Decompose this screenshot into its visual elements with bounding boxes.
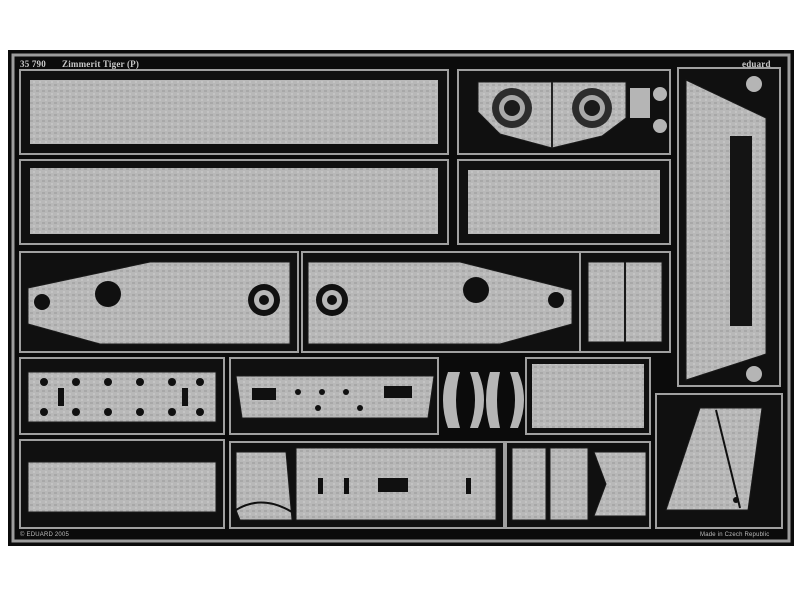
fret-title: Zimmerit Tiger (P) bbox=[62, 59, 140, 69]
side-plate-left-gear-center bbox=[259, 295, 269, 305]
zimmerit-panel-small-face bbox=[532, 364, 644, 428]
side-plate-right-gear-center bbox=[327, 295, 337, 305]
side-plate-right bbox=[307, 261, 573, 345]
side-plate-right-hole-1 bbox=[463, 277, 489, 303]
brand-logo: eduard bbox=[742, 59, 771, 69]
vision-port-left-hole bbox=[504, 100, 520, 116]
small-washer-2 bbox=[653, 119, 667, 133]
triangular-panel bbox=[685, 79, 767, 381]
fret-border-ring bbox=[11, 53, 791, 543]
origin-text: Made in Czech Republic bbox=[700, 532, 770, 538]
side-plate-right-hole-2 bbox=[548, 292, 564, 308]
curved-clips bbox=[443, 372, 524, 428]
engine-deck-slots bbox=[318, 478, 471, 494]
bottom-right-washer bbox=[746, 366, 762, 382]
zimmerit-panel-long-2-face bbox=[30, 168, 438, 234]
side-plate-left bbox=[27, 261, 291, 345]
part-number: 35 790 bbox=[20, 59, 46, 69]
grille-plate-1 bbox=[511, 447, 547, 521]
bracket-strip-slot-1 bbox=[252, 388, 276, 400]
bottom-strip-face bbox=[27, 461, 217, 513]
perforated-strip-holes bbox=[40, 378, 204, 416]
vision-port-right-hole bbox=[584, 100, 600, 116]
wedge-plate-fold bbox=[715, 409, 741, 509]
engine-deck-plate-left bbox=[235, 451, 293, 521]
zimmerit-panel-short-face bbox=[468, 170, 660, 234]
small-bracket bbox=[630, 88, 650, 118]
small-washer-1 bbox=[653, 87, 667, 101]
triangular-panel-slot bbox=[730, 136, 752, 326]
grille-plate-2 bbox=[549, 447, 589, 521]
bracket-strip-slot-2 bbox=[384, 386, 412, 398]
copyright-text: © EDUARD 2005 bbox=[20, 532, 70, 538]
zimmerit-panel-long-1-face bbox=[30, 80, 438, 144]
side-plate-left-hole-2 bbox=[95, 281, 121, 307]
grille-plate-3 bbox=[593, 451, 647, 517]
bracket-strip-holes bbox=[295, 389, 363, 411]
engine-deck-curve bbox=[235, 501, 293, 513]
wedge-plate-hole bbox=[733, 497, 739, 503]
wedge-plate bbox=[665, 407, 763, 511]
top-right-washer bbox=[746, 76, 762, 92]
side-plate-left-hole-1 bbox=[34, 294, 50, 310]
